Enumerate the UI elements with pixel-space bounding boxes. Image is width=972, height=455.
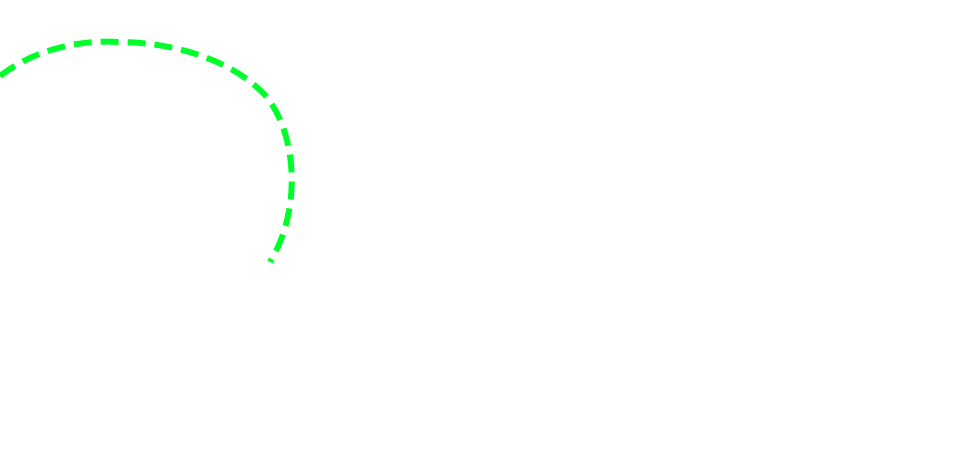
dashed-green-arc [0, 38, 295, 264]
